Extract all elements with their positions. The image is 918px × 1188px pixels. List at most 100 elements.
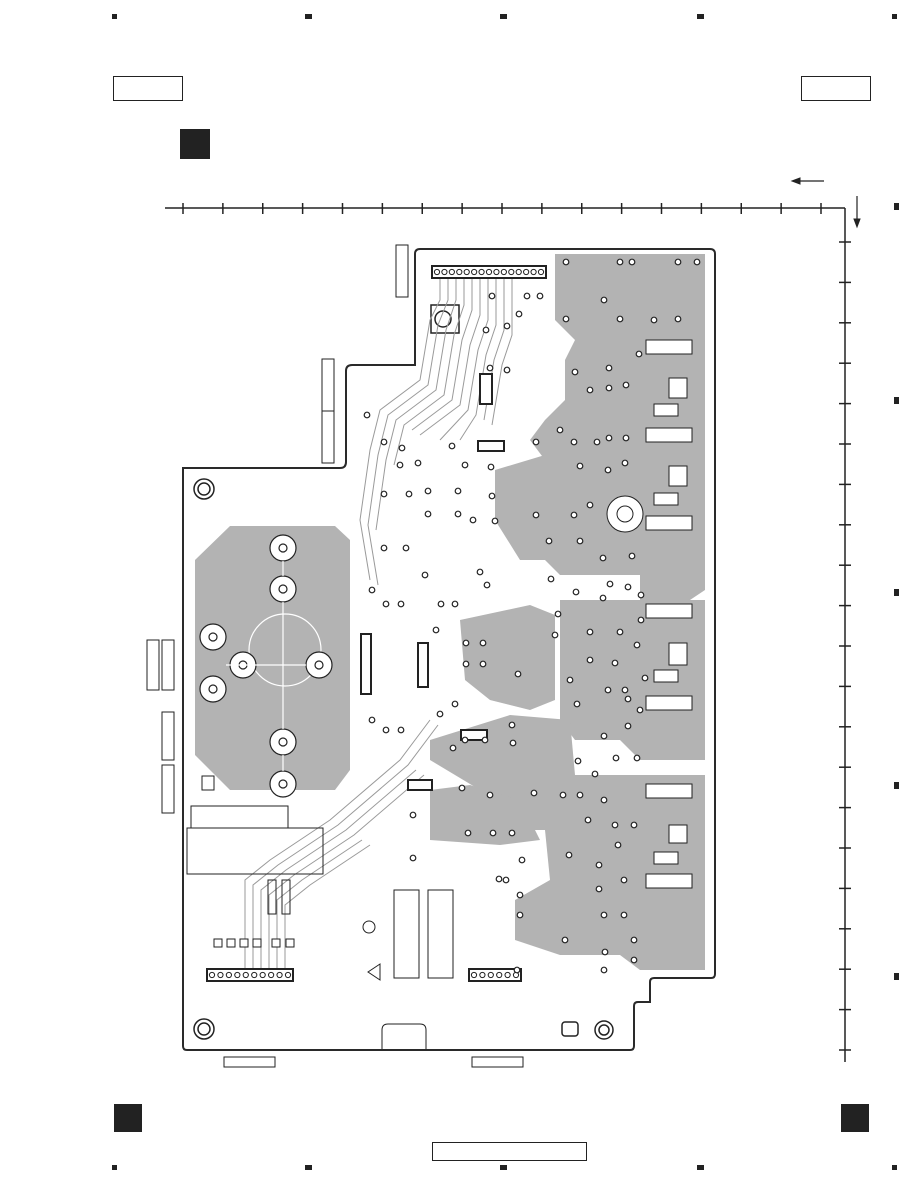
via-pad xyxy=(615,842,621,848)
via-pad xyxy=(552,632,558,638)
via-pad xyxy=(621,877,627,883)
via-pad xyxy=(623,382,629,388)
via-pad xyxy=(397,462,403,468)
via-pad xyxy=(587,629,593,635)
via-pad xyxy=(504,367,510,373)
connector-pin xyxy=(464,269,469,274)
via-pad xyxy=(546,538,552,544)
via-pad xyxy=(606,435,612,441)
connector-pin xyxy=(516,269,521,274)
via-pad xyxy=(524,293,530,299)
via-pad xyxy=(516,311,522,317)
via-pad xyxy=(638,617,644,623)
connector-pin xyxy=(269,972,274,977)
via-pad xyxy=(509,830,515,836)
via-pad xyxy=(575,758,581,764)
via-pad xyxy=(410,812,416,818)
via-pad xyxy=(634,755,640,761)
via-pad xyxy=(625,696,631,702)
via-pad xyxy=(617,316,623,322)
via-pad xyxy=(452,701,458,707)
connector-pin xyxy=(472,269,477,274)
via-pad xyxy=(398,727,404,733)
via-pad xyxy=(631,822,637,828)
via-pad xyxy=(577,792,583,798)
connector-pin xyxy=(538,269,543,274)
via-pad xyxy=(560,792,566,798)
via-pad xyxy=(634,642,640,648)
via-pad xyxy=(533,512,539,518)
via-pad xyxy=(425,488,431,494)
via-pad xyxy=(463,661,469,667)
direction-arrow-down-icon xyxy=(854,196,860,227)
via-pad xyxy=(548,576,554,582)
via-pad xyxy=(410,855,416,861)
via-pad xyxy=(455,511,461,517)
via-pad xyxy=(612,660,618,666)
via-pad xyxy=(606,385,612,391)
via-pad xyxy=(594,439,600,445)
via-pad xyxy=(425,511,431,517)
via-pad xyxy=(605,687,611,693)
via-pad xyxy=(487,792,493,798)
via-pad xyxy=(601,297,607,303)
via-pad xyxy=(557,427,563,433)
via-pad xyxy=(406,491,412,497)
via-pad xyxy=(519,857,525,863)
via-pad xyxy=(450,745,456,751)
via-pad xyxy=(517,892,523,898)
via-pad xyxy=(398,601,404,607)
via-pad xyxy=(642,675,648,681)
via-pad xyxy=(484,582,490,588)
via-pad xyxy=(438,601,444,607)
via-pad xyxy=(675,259,681,265)
via-pad xyxy=(592,771,598,777)
via-pad xyxy=(601,797,607,803)
connector-pin xyxy=(285,972,290,977)
via-pad xyxy=(449,443,455,449)
via-pad xyxy=(510,740,516,746)
via-pad xyxy=(422,572,428,578)
via-pad xyxy=(601,967,607,973)
connector-pin xyxy=(497,972,502,977)
via-pad xyxy=(571,512,577,518)
via-pad xyxy=(694,259,700,265)
via-pad xyxy=(571,439,577,445)
via-pad xyxy=(629,553,635,559)
via-pad xyxy=(596,862,602,868)
connector-pin xyxy=(494,269,499,274)
via-pad xyxy=(566,852,572,858)
via-pad xyxy=(625,723,631,729)
via-pad xyxy=(675,316,681,322)
connector-pin xyxy=(243,972,248,977)
via-pad xyxy=(492,518,498,524)
via-pad xyxy=(369,717,375,723)
via-pad xyxy=(463,640,469,646)
connector-pin xyxy=(260,972,265,977)
via-pad xyxy=(587,657,593,663)
connector-pin xyxy=(277,972,282,977)
via-pad xyxy=(563,259,569,265)
connector-pin xyxy=(218,972,223,977)
connector-pin xyxy=(486,269,491,274)
connector-pin xyxy=(531,269,536,274)
via-pad xyxy=(433,627,439,633)
via-pad xyxy=(631,957,637,963)
via-pad xyxy=(602,949,608,955)
via-pad xyxy=(480,640,486,646)
via-pad xyxy=(531,790,537,796)
connector-pin xyxy=(488,972,493,977)
via-pad xyxy=(567,677,573,683)
via-pad xyxy=(452,601,458,607)
via-pad xyxy=(622,687,628,693)
direction-arrow-left-icon xyxy=(792,178,824,184)
via-pad xyxy=(477,569,483,575)
via-pad xyxy=(489,293,495,299)
connector-pin xyxy=(457,269,462,274)
via-pad xyxy=(383,601,389,607)
via-pad xyxy=(651,317,657,323)
via-pad xyxy=(631,937,637,943)
via-pad xyxy=(572,369,578,375)
via-pad xyxy=(617,259,623,265)
via-pad xyxy=(607,581,613,587)
